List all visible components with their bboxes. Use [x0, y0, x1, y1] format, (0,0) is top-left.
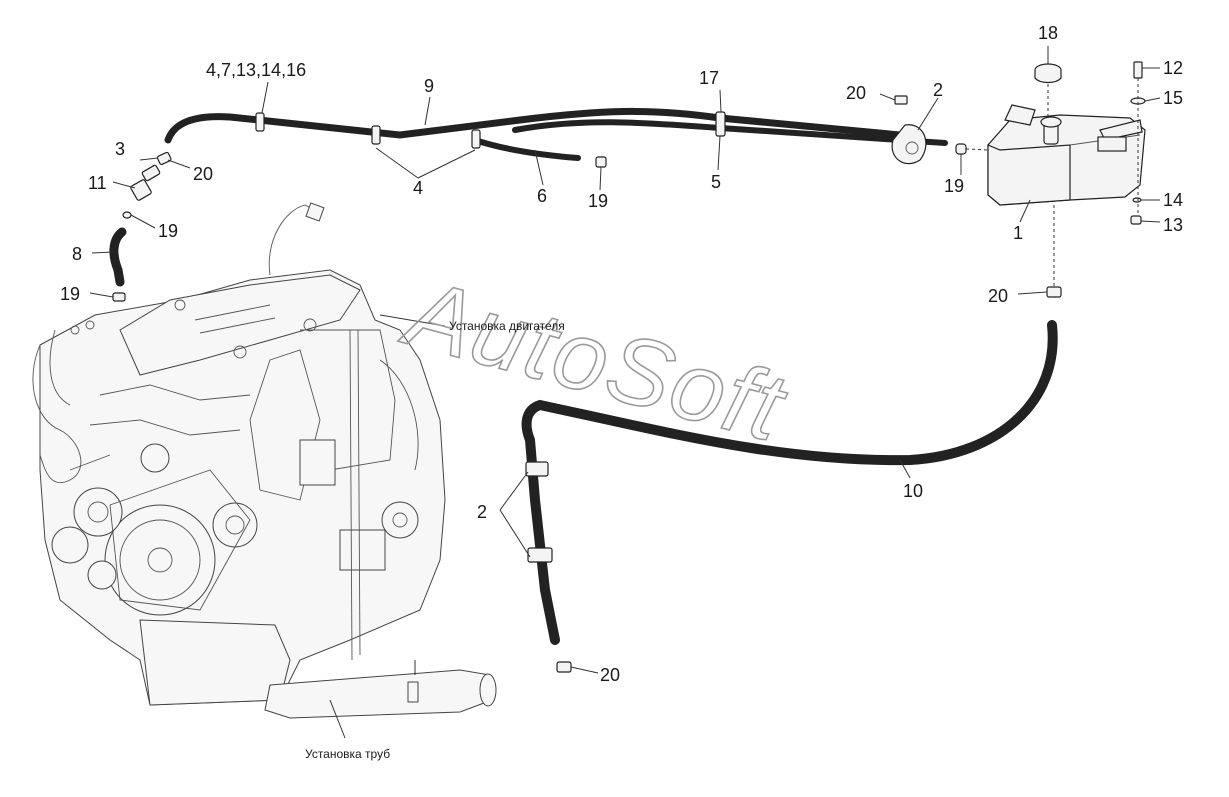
callout-4: 4 [413, 178, 423, 198]
callout-2-top: 2 [933, 80, 943, 100]
callout-14: 14 [1163, 190, 1183, 210]
callout-1: 1 [1013, 223, 1023, 243]
leader-lines [89, 46, 1161, 739]
callout-4-7-13-14-16: 4,7,13,14,16 [206, 60, 306, 80]
callout-20-top: 20 [846, 83, 866, 103]
callout-19-left: 19 [158, 221, 178, 241]
hose-8 [109, 227, 127, 287]
expansion-tank [987, 104, 1146, 206]
callout-19-mid: 19 [588, 191, 608, 211]
callout-18: 18 [1038, 23, 1058, 43]
callout-5: 5 [711, 172, 721, 192]
callout-2-bottom: 2 [477, 502, 487, 522]
callout-10: 10 [903, 481, 923, 501]
fittings [112, 95, 1062, 673]
callout-6: 6 [537, 186, 547, 206]
label-engine-install: Установка двигателя [449, 319, 565, 333]
callout-9: 9 [424, 76, 434, 96]
callout-15: 15 [1163, 88, 1183, 108]
hose-9 [164, 107, 904, 144]
callout-13: 13 [1163, 215, 1183, 235]
callout-19-lower: 19 [60, 284, 80, 304]
callout-3: 3 [115, 139, 125, 159]
hose-10 [521, 320, 1058, 645]
callout-8: 8 [72, 244, 82, 264]
callout-20-right: 20 [988, 286, 1008, 306]
callout-12: 12 [1163, 58, 1183, 78]
label-pipe-install: Установка труб [305, 747, 390, 761]
watermark: AutoSoft [392, 258, 797, 462]
callout-17: 17 [699, 68, 719, 88]
callout-19-right: 19 [944, 176, 964, 196]
callout-20-bottom: 20 [600, 665, 620, 685]
hose-6 [472, 137, 581, 161]
cap-18 [1034, 63, 1062, 84]
clamps [255, 111, 927, 563]
callout-numbers: 4,7,13,14,16 9 4 6 19 17 5 20 2 19 18 1 … [60, 23, 1183, 685]
callout-20-left: 20 [193, 164, 213, 184]
centerlines [965, 78, 1139, 287]
pipe-assembly [264, 660, 497, 719]
callout-11: 11 [88, 173, 107, 193]
engine-assembly [32, 202, 446, 706]
